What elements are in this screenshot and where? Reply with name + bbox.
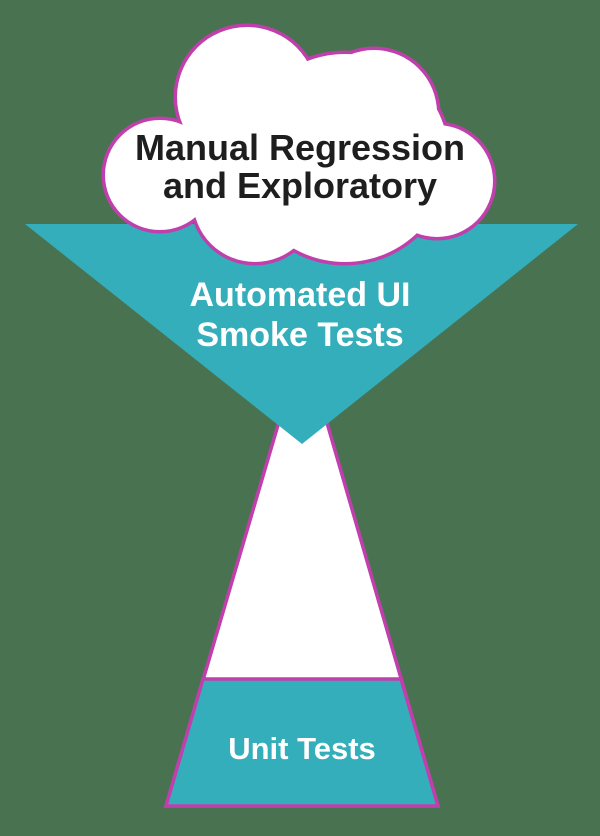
inverted-triangle-shape bbox=[25, 224, 578, 444]
funnel-base-label: Unit Tests bbox=[228, 731, 376, 766]
triangle-label-line1: Automated UI bbox=[190, 276, 411, 314]
triangle-label-line2: Smoke Tests bbox=[196, 316, 403, 354]
cloud-label-line2: and Exploratory bbox=[163, 165, 437, 206]
cloud-label-line1: Manual Regression bbox=[135, 127, 465, 168]
funnel-base-shape bbox=[163, 677, 441, 808]
